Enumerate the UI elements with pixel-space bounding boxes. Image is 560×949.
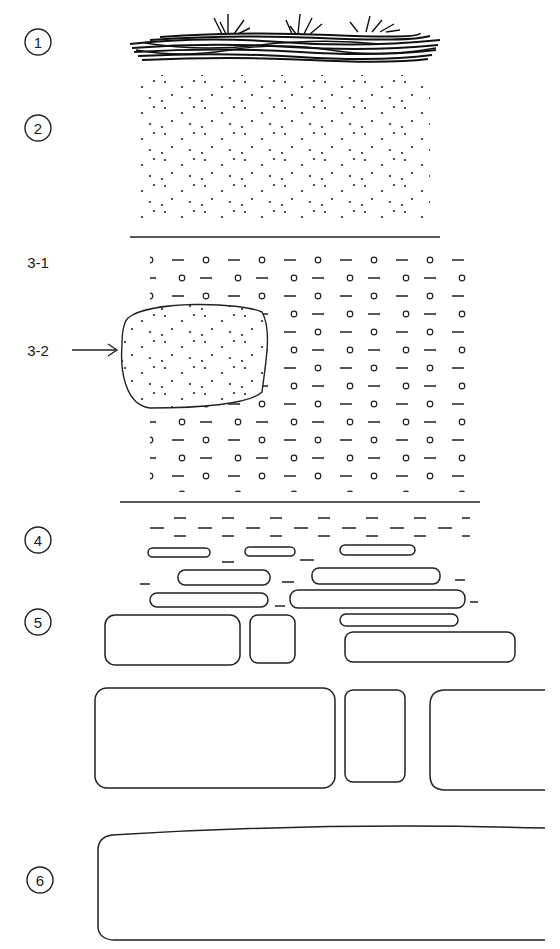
callout-circle	[27, 867, 53, 893]
grass-tufts	[214, 14, 400, 34]
callout-number: 4	[34, 533, 42, 548]
callout-number: 2	[34, 121, 42, 136]
callout-number: 5	[34, 615, 42, 630]
horizon-boundary	[130, 236, 440, 237]
callout-number: 3-2	[27, 343, 49, 358]
callout-number: 6	[36, 873, 44, 888]
callout-number: 3-1	[27, 255, 49, 270]
sand-lens	[122, 304, 268, 408]
rock-fragments	[95, 545, 545, 790]
callout-circle	[25, 527, 51, 553]
pointer-arrow	[72, 344, 117, 356]
callout-circle	[25, 29, 51, 55]
sand-lens-dots	[122, 304, 268, 408]
horizon-boundary	[120, 501, 480, 502]
callout-number: 1	[34, 35, 42, 50]
callout-circle	[25, 609, 51, 635]
bedrock	[98, 826, 545, 940]
sand-layer	[140, 75, 430, 220]
callout-circle	[25, 115, 51, 141]
organic-layer	[130, 33, 440, 62]
silt-layer	[140, 512, 470, 542]
callout-circles	[25, 29, 53, 893]
